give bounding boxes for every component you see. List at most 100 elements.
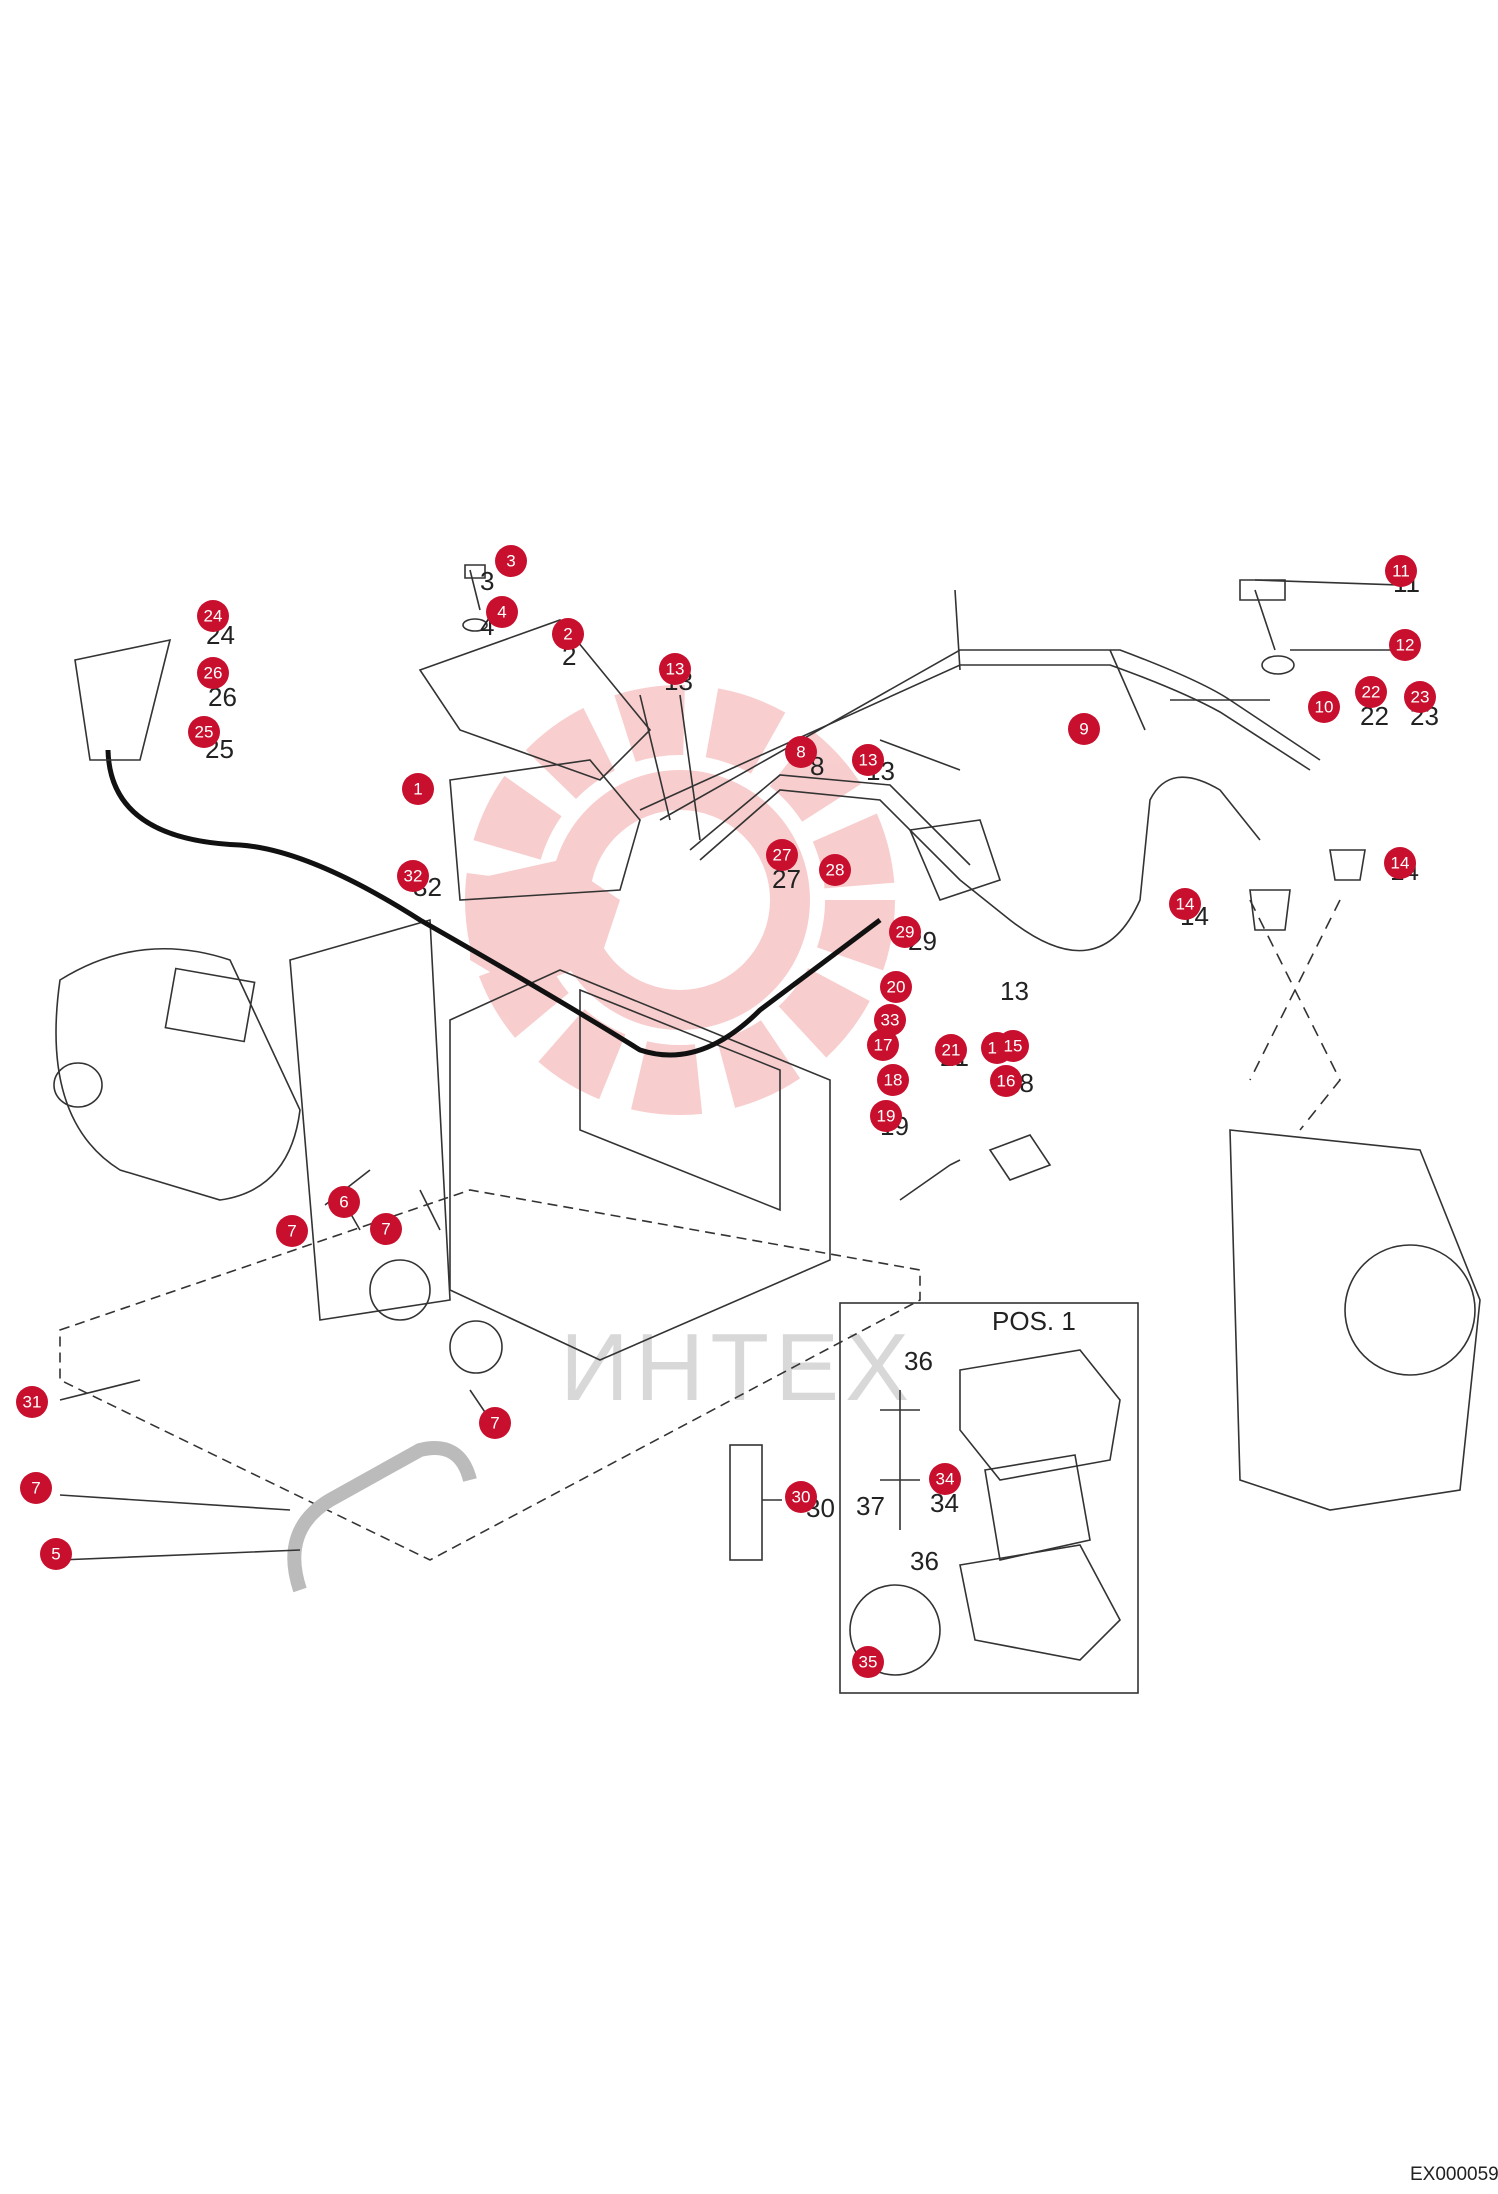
callout-marker (852, 1646, 884, 1678)
callout-number: 8 (796, 743, 805, 762)
hose-lower (699, 776, 1261, 952)
control-panel (164, 967, 256, 1043)
callout-29: 29 (889, 916, 921, 948)
callout-number: 28 (826, 861, 845, 880)
callout-marker (16, 1386, 48, 1418)
callout-27: 27 (766, 839, 798, 871)
pos-box (839, 1302, 1139, 1694)
hose-upper (659, 649, 1321, 821)
callout-marker (197, 600, 229, 632)
callout-number: 4 (497, 603, 506, 622)
callout-number: 13 (666, 660, 685, 679)
callout-number: 12 (1396, 636, 1415, 655)
callout-14: 14 (1169, 888, 1201, 920)
pos-fan (849, 1584, 941, 1676)
callout-number: 5 (51, 1545, 60, 1564)
callout-number: 3 (506, 552, 515, 571)
callout-marker (877, 1064, 909, 1096)
engine-link-dash (1249, 899, 1341, 1131)
callout-marker (1169, 888, 1201, 920)
callout-marker (766, 839, 798, 871)
callout-marker (1385, 555, 1417, 587)
callout-15: 15 (997, 1030, 1029, 1062)
callout-number: 20 (887, 978, 906, 997)
callout-marker (40, 1538, 72, 1570)
heater-cover (418, 619, 652, 781)
callout-marker (1389, 629, 1421, 661)
bolt-19 (899, 1159, 961, 1201)
callout-marker (20, 1472, 52, 1504)
callout-18: 18 (877, 1064, 909, 1096)
callout-number: 35 (859, 1653, 878, 1672)
callout-marker (889, 916, 921, 948)
callout-marker (402, 773, 434, 805)
callout-number: 19 (877, 1107, 896, 1126)
bolt-11 (1239, 579, 1286, 651)
callout-4: 4 (486, 596, 518, 628)
engine-fan (1344, 1244, 1476, 1376)
callout-marker (990, 1065, 1022, 1097)
fitting-14b (1329, 849, 1366, 881)
callout-14: 14 (1384, 847, 1416, 879)
callout-13: 13 (659, 653, 691, 685)
callout-16: 16 (990, 1065, 1022, 1097)
callout-26: 26 (197, 657, 229, 689)
duct-elbow (287, 1441, 477, 1593)
callout-7: 7 (20, 1472, 52, 1504)
callout-marker (997, 1030, 1029, 1062)
callout-marker (197, 657, 229, 689)
callout-marker (819, 854, 851, 886)
upright-column (289, 918, 451, 1321)
cable-black (105, 749, 882, 1058)
callout-19: 19 (870, 1100, 902, 1132)
callout-number: 34 (936, 1470, 955, 1489)
callout-marker (188, 716, 220, 748)
heater-unit (449, 759, 641, 901)
callout-7: 7 (479, 1407, 511, 1439)
duct-ring-a (369, 1259, 431, 1321)
callout-marker (328, 1186, 360, 1218)
callout-32: 32 (397, 860, 429, 892)
callout-marker (867, 1029, 899, 1061)
callout-number: 11 (1392, 562, 1410, 581)
callout-number: 6 (339, 1193, 348, 1212)
engine (1229, 1129, 1481, 1511)
pedal (74, 638, 172, 761)
callout-number: 29 (896, 923, 915, 942)
pos-box-frame (839, 1302, 1139, 1694)
callout-marker (276, 1215, 308, 1247)
callout-1: 1 (402, 773, 434, 805)
pos-tray (959, 1544, 1121, 1661)
callout-marker (1384, 847, 1416, 879)
callout-34: 34 (929, 1463, 961, 1495)
valve-body (908, 819, 1002, 901)
callout-marker (785, 1481, 817, 1513)
callout-marker (935, 1034, 967, 1066)
callout-7: 7 (370, 1213, 402, 1245)
callout-marker (785, 736, 817, 768)
callout-22: 22 (1355, 676, 1387, 708)
callout-marker (397, 860, 429, 892)
callout-marker (870, 1100, 902, 1132)
callout-number: 7 (31, 1479, 40, 1498)
callout-number: 33 (881, 1011, 900, 1030)
callout-number: 1 (413, 780, 422, 799)
base-plate (59, 1189, 921, 1561)
callout-10: 10 (1308, 691, 1340, 723)
callout-number: 31 (23, 1393, 42, 1412)
callout-7: 7 (276, 1215, 308, 1247)
callout-20: 20 (880, 971, 912, 1003)
callout-marker (1308, 691, 1340, 723)
pos-core (984, 1454, 1091, 1561)
screw-3 (464, 564, 486, 611)
callout-marker (486, 596, 518, 628)
callout-number: 26 (204, 664, 223, 683)
part-label: 36 (904, 1346, 933, 1376)
callout-number: 22 (1362, 683, 1381, 702)
callout-number: 27 (773, 846, 792, 865)
callout-number: 14 (1391, 854, 1410, 873)
watermark-text: ИНТЕХ (560, 1314, 915, 1421)
callout-30: 30 (785, 1481, 817, 1513)
callout-marker (1404, 681, 1436, 713)
callout-number: 23 (1411, 688, 1430, 707)
